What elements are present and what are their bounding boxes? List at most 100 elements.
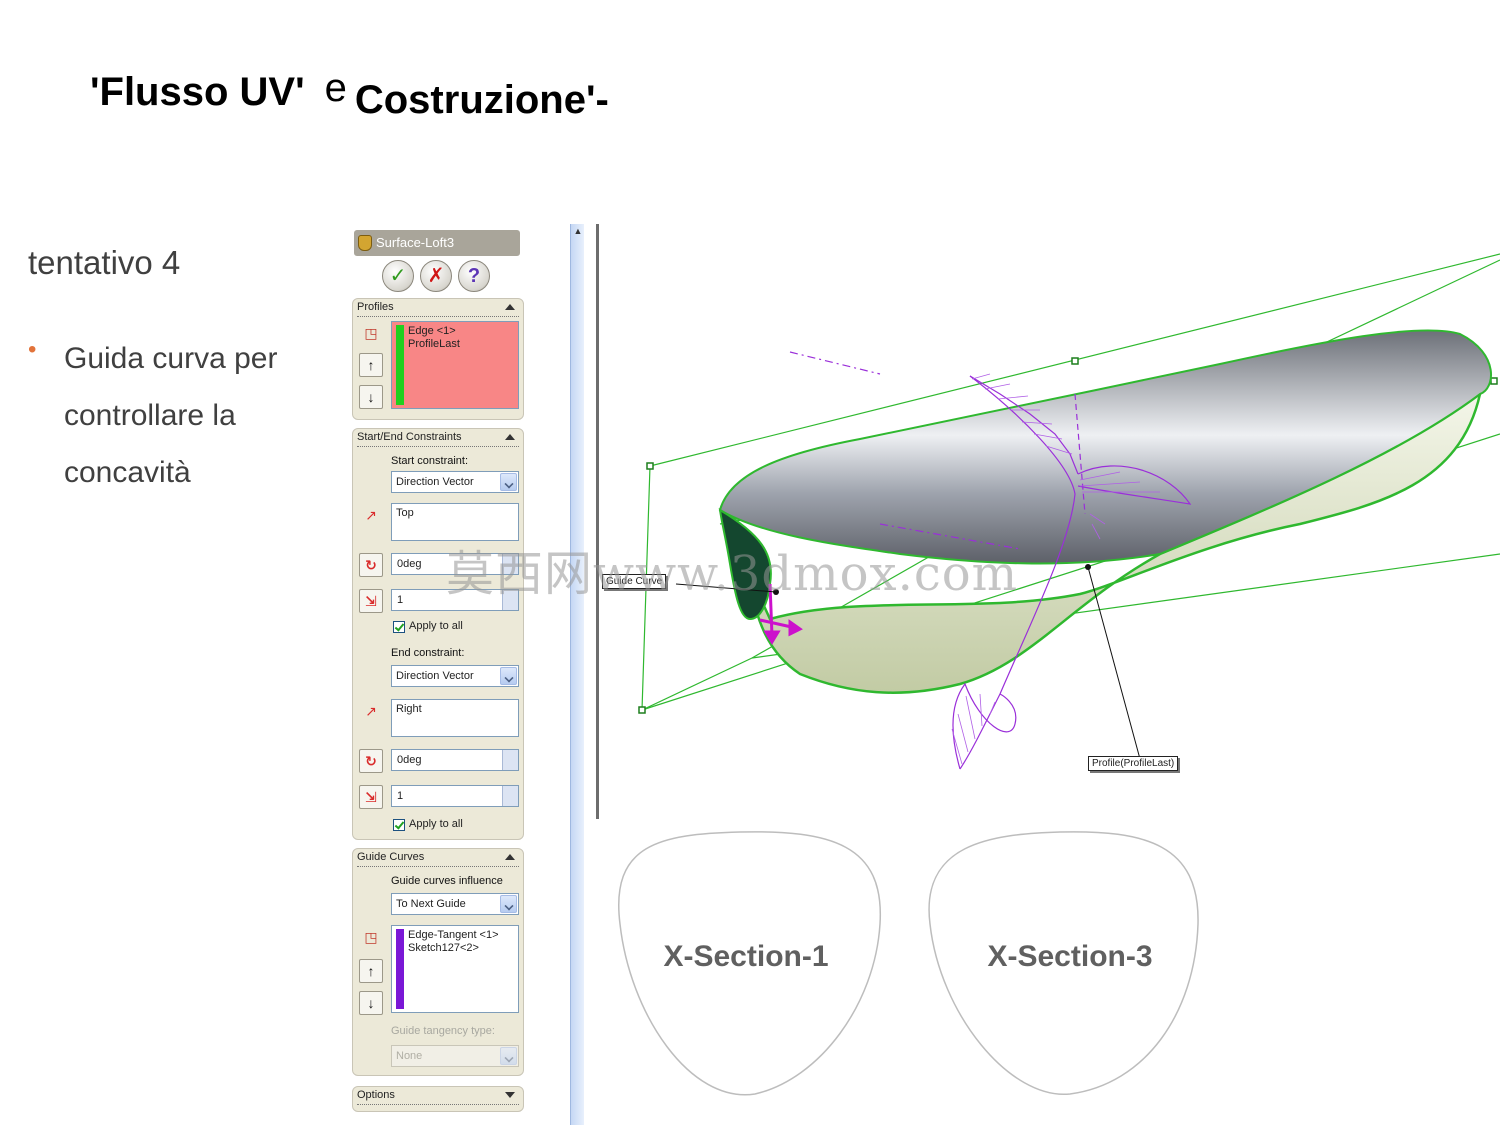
curvature-comb — [951, 373, 1160, 765]
cancel-button[interactable]: ✗ — [420, 260, 452, 292]
property-manager: Surface-Loft3 ✓ ✗ ? Profiles ◳ ↑ ↓ Edge … — [348, 224, 528, 1125]
guide-selection-icon: ◳ — [364, 929, 378, 945]
end-constraint-select[interactable]: Direction Vector — [391, 665, 519, 687]
start-angle-field[interactable]: 0deg — [391, 553, 519, 575]
move-down-button[interactable]: ↓ — [359, 385, 383, 409]
collapse-icon[interactable] — [505, 304, 515, 310]
profile-color-strip — [396, 325, 404, 405]
profile-leader-line — [1087, 566, 1141, 760]
profile-callout[interactable]: Profile(ProfileLast) — [1088, 756, 1179, 771]
end-apply-all-checkbox[interactable]: Apply to all — [393, 817, 513, 833]
profiles-group: Profiles ◳ ↑ ↓ Edge <1> ProfileLast — [352, 298, 524, 420]
profiles-header-label: Profiles — [357, 301, 394, 313]
chevron-down-icon[interactable] — [500, 473, 517, 491]
options-header[interactable]: Options — [357, 1089, 519, 1105]
spin-arrows-icon[interactable] — [502, 590, 518, 610]
watermark: 莫西网www.3dmox.com — [446, 546, 1019, 602]
constraints-header[interactable]: Start/End Constraints — [357, 431, 519, 447]
move-down-button[interactable]: ↓ — [359, 991, 383, 1015]
move-up-button[interactable]: ↑ — [359, 353, 383, 377]
guide-tangency-select[interactable]: None — [391, 1045, 519, 1067]
end-length-value: 1 — [397, 790, 404, 802]
move-up-button[interactable]: ↑ — [359, 959, 383, 983]
direction-arrow-icon[interactable]: ↗ — [365, 703, 377, 719]
arrow-down-icon: ↓ — [367, 995, 375, 1011]
list-item[interactable]: Sketch127<2> — [408, 942, 479, 954]
profiles-header[interactable]: Profiles — [357, 301, 519, 317]
title-part3: Costruzione'- — [354, 78, 609, 122]
ok-button[interactable]: ✓ — [382, 260, 414, 292]
start-constraint-select[interactable]: Direction Vector — [391, 471, 519, 493]
x-section-1-label: X-Section-1 — [663, 940, 828, 973]
scroll-up-icon[interactable]: ▲ — [573, 226, 583, 236]
direction-arrow-icon[interactable]: ↗ — [365, 507, 377, 523]
help-button[interactable]: ? — [458, 260, 490, 292]
guide-curve-callout[interactable]: Guide Curve — [602, 574, 667, 589]
end-angle-field[interactable]: 0deg — [391, 749, 519, 771]
panel-divider[interactable] — [596, 224, 599, 819]
action-buttons: ✓ ✗ ? — [382, 260, 502, 294]
chevron-down-icon[interactable] — [500, 895, 517, 913]
title-part1: 'Flusso UV' — [90, 70, 305, 114]
guide-curves-list[interactable]: Edge-Tangent <1> Sketch127<2> — [391, 925, 519, 1013]
chevron-down-icon[interactable] — [500, 667, 517, 685]
end-constraint-value: Direction Vector — [396, 670, 474, 682]
start-apply-all-checkbox[interactable]: Apply to all — [393, 619, 513, 635]
end-constraint-label: End constraint: — [391, 647, 465, 659]
vertical-scrollbar[interactable]: ▲ — [570, 224, 584, 1125]
collapse-icon[interactable] — [505, 854, 515, 860]
guide-curves-header-label: Guide Curves — [357, 851, 425, 863]
spin-arrows-icon[interactable] — [502, 750, 518, 770]
spin-arrows-icon[interactable] — [502, 786, 518, 806]
x-section-3-outline — [928, 831, 1199, 1095]
guide-color-strip — [396, 929, 404, 1009]
guide-influence-value: To Next Guide — [396, 898, 466, 910]
guide-curves — [789, 351, 1192, 770]
x-section-1-outline — [618, 831, 881, 1096]
end-length-field[interactable]: 1 — [391, 785, 519, 807]
x-section-3-label: X-Section-3 — [987, 940, 1152, 973]
loft-open-end — [718, 508, 772, 621]
start-direction-field[interactable]: Top — [391, 503, 519, 541]
checkbox-checked-icon[interactable] — [393, 819, 405, 831]
feature-title: Surface-Loft3 — [376, 235, 455, 250]
title-part2: e — [324, 66, 347, 110]
guide-tangency-value: None — [396, 1050, 423, 1062]
graphics-viewport[interactable]: X-Section-1 X-Section-3 Guide Curve Prof… — [600, 224, 1500, 1125]
end-apply-all-label: Apply to all — [409, 818, 463, 830]
guide-influence-select[interactable]: To Next Guide — [391, 893, 519, 915]
profiles-list[interactable]: Edge <1> ProfileLast — [391, 321, 519, 409]
spin-arrows-icon[interactable] — [502, 554, 518, 574]
arrow-down-icon: ↓ — [367, 389, 375, 405]
list-item[interactable]: ProfileLast — [408, 338, 460, 350]
profile-selection-icon: ◳ — [364, 325, 378, 341]
angle-icon: ↻ — [359, 749, 383, 773]
question-icon: ? — [467, 265, 481, 287]
start-angle-value: 0deg — [397, 558, 422, 570]
guide-curves-header[interactable]: Guide Curves — [357, 851, 519, 867]
list-item[interactable]: Edge-Tangent <1> — [408, 929, 499, 941]
list-item[interactable]: Edge <1> — [408, 325, 456, 337]
constraints-group: Start/End Constraints Start constraint: … — [352, 428, 524, 840]
arrow-up-icon: ↑ — [367, 357, 375, 373]
loft-preview-svg: X-Section-1 X-Section-3 — [618, 253, 1500, 1096]
check-icon: ✓ — [389, 265, 407, 287]
start-apply-all-label: Apply to all — [409, 620, 463, 632]
start-length-field[interactable]: 1 — [391, 589, 519, 611]
guide-leader-line — [675, 583, 777, 593]
start-length-value: 1 — [397, 594, 404, 606]
chevron-down-icon[interactable] — [500, 1047, 517, 1065]
expand-icon[interactable] — [505, 1092, 515, 1098]
tangent-length-icon: ⇲ — [359, 589, 383, 613]
collapse-icon[interactable] — [505, 434, 515, 440]
bullet-marker: • — [28, 336, 37, 363]
angle-icon: ↻ — [359, 553, 383, 577]
direction-vector-icon — [759, 583, 803, 645]
guide-curves-group: Guide Curves Guide curves influence To N… — [352, 848, 524, 1076]
loft-top-surface — [718, 329, 1492, 565]
feature-title-bar: Surface-Loft3 — [354, 230, 520, 256]
end-direction-field[interactable]: Right — [391, 699, 519, 737]
options-group[interactable]: Options — [352, 1086, 524, 1112]
checkbox-checked-icon[interactable] — [393, 621, 405, 633]
